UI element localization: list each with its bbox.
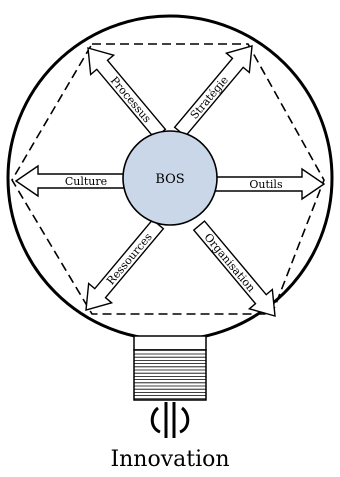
arrow-label-culture: Culture (65, 175, 107, 188)
bulb-base-screw (133, 349, 207, 401)
arrow-label-outils: Outils (249, 178, 283, 191)
center-circle (122, 130, 218, 226)
bulb-contact-icon (150, 402, 190, 438)
bulb-base-cap (133, 335, 207, 351)
caption-innovation: Innovation (110, 447, 229, 472)
center-label: BOS (155, 172, 184, 187)
